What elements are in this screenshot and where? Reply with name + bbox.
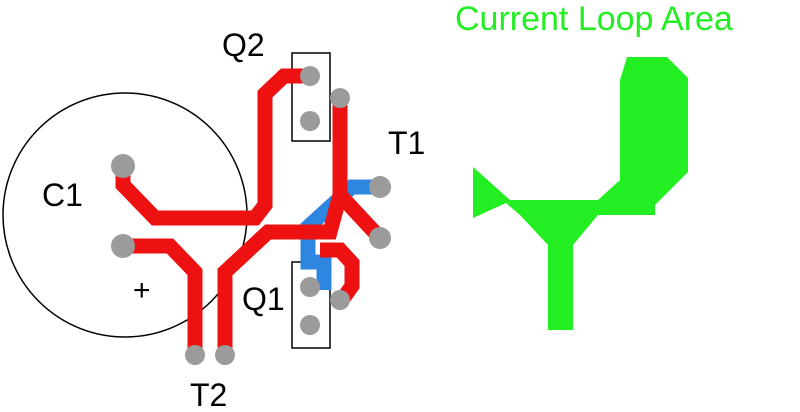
pad-c1-1: [111, 154, 135, 178]
q2-outline: [291, 52, 331, 142]
top-layer-traces: [115, 68, 386, 355]
pad-t2-2: [215, 345, 235, 365]
pad-q1-3: [300, 315, 320, 335]
pad-q2-1: [300, 66, 320, 86]
pad-t1-1: [369, 176, 391, 198]
current-loop-area-shape: [473, 57, 688, 330]
pad-c1-2: [111, 234, 135, 258]
pad-t1-2: [369, 227, 391, 249]
red-trace-t1-q1: [217, 193, 348, 355]
label-t2: T2: [190, 377, 227, 412]
bottom-layer-traces: [300, 179, 380, 290]
pad-q2-2: [330, 88, 350, 108]
polarity-plus: +: [133, 274, 151, 307]
pad-q1-2: [330, 290, 350, 310]
label-q1: Q1: [242, 281, 285, 317]
pad-t2-1: [185, 345, 205, 365]
label-q2: Q2: [222, 27, 265, 63]
label-t1: T1: [388, 125, 425, 161]
blue-trace-t1-q1: [300, 179, 380, 290]
red-trace-c1-q2: [115, 68, 310, 226]
pads: [111, 66, 391, 365]
label-c1: C1: [42, 177, 83, 213]
loop-area-title: Current Loop Area: [455, 0, 733, 38]
red-trace-q1-loop: [320, 242, 360, 305]
pad-q1-1: [300, 277, 320, 297]
red-trace-q2-t1: [332, 98, 386, 244]
red-trace-c1-t2: [123, 238, 203, 355]
pad-q2-3: [300, 111, 320, 131]
